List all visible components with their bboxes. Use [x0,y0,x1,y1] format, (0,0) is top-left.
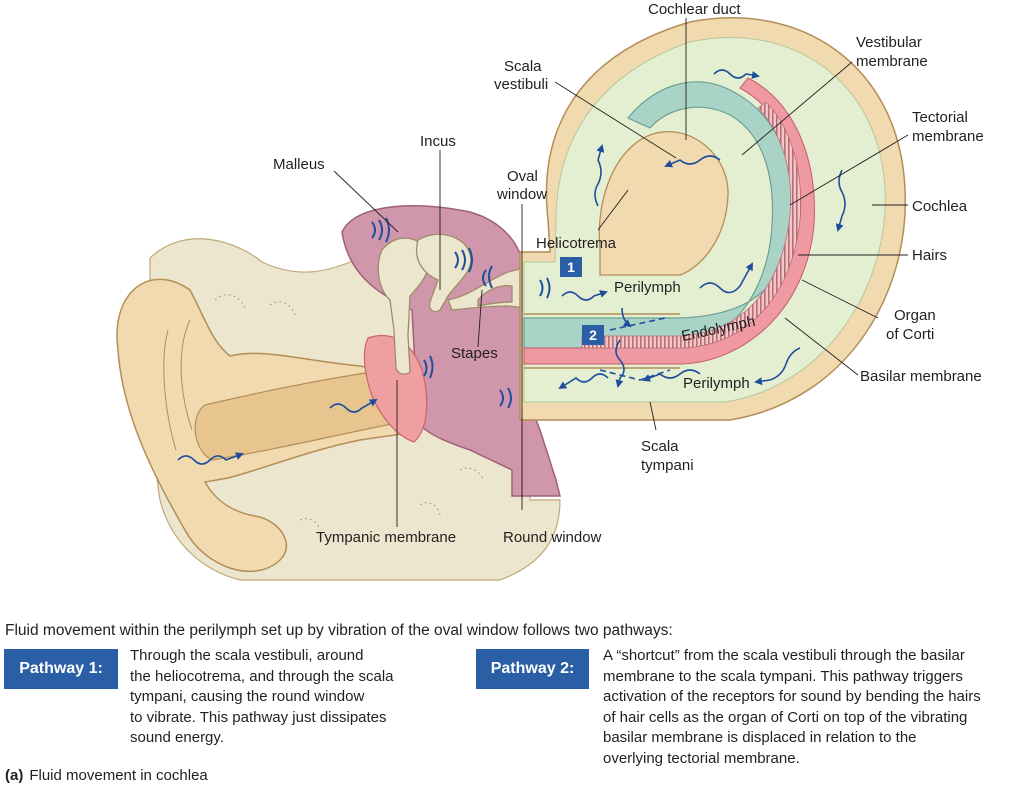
label-tectorial-membrane-1: Tectorial [912,109,968,126]
ear-canal [194,367,413,461]
pathway-2-label: Pathway 2: [490,660,575,677]
ear-cochlea-diagram: 1 2 Cochlear duct Scala vestibuli Vestib… [116,1,984,581]
pinna-folds [163,319,193,451]
shortcut-arrow-dashed [599,317,671,381]
label-scala-tympani-2: tympani [641,457,694,474]
pathway-2-description: A “shortcut” from the scala vestibuli th… [603,647,981,767]
figure-caption: (a) Fluid movement in cochlea [5,767,208,784]
label-stapes: Stapes [451,345,498,362]
leader-lines [333,18,909,527]
marker-2 [582,325,604,345]
bone-texture [214,294,485,531]
label-scala-vestibuli-2: vestibuli [494,76,548,93]
label-helicotrema: Helicotrema [536,235,617,252]
label-hairs: Hairs [912,247,947,264]
cochlea-inner-bend [598,131,729,276]
pathway-1-label: Pathway 1: [19,660,103,677]
label-vestibular-membrane-1: Vestibular [856,34,922,51]
pathway-2-badge: Pathway 2: [476,649,589,689]
marker-1 [560,257,582,277]
label-round-window: Round window [503,529,602,546]
label-cochlear-duct: Cochlear duct [648,1,741,18]
label-oval-window-2: window [496,186,547,203]
label-malleus: Malleus [273,156,325,173]
label-organ-of-corti-1: Organ [894,307,936,324]
cochlear-partition [524,313,680,369]
organ-of-corti-hairs [581,101,802,349]
incus-bone [415,233,472,313]
pathway-1-badge: Pathway 1: [4,649,118,689]
label-scala-tympani-1: Scala [641,438,679,455]
label-scala-vestibuli-1: Scala [504,58,542,75]
label-basilar-membrane: Basilar membrane [860,368,982,385]
caption-title: Fluid movement in cochlea [29,767,208,784]
caption-tag: (a) [5,767,24,784]
vibration-marks [371,217,551,409]
label-vestibular-membrane-2: membrane [856,53,928,70]
label-tympanic-membrane: Tympanic membrane [316,529,456,546]
label-cochlea: Cochlea [912,198,968,215]
pathway-1-description: Through the scala vestibuli, around the … [130,647,394,746]
label-oval-window-1: Oval [507,168,538,185]
label-incus: Incus [420,133,456,150]
label-tectorial-membrane-2: membrane [912,128,984,145]
label-organ-of-corti-2: of Corti [886,326,934,343]
marker-1-label: 1 [567,259,575,275]
tympanic-membrane [363,334,428,443]
label-perilymph-upper: Perilymph [614,279,681,296]
label-perilymph-lower: Perilymph [683,375,750,392]
intro-text: Fluid movement within the perilymph set … [5,622,673,639]
marker-2-label: 2 [589,327,597,343]
